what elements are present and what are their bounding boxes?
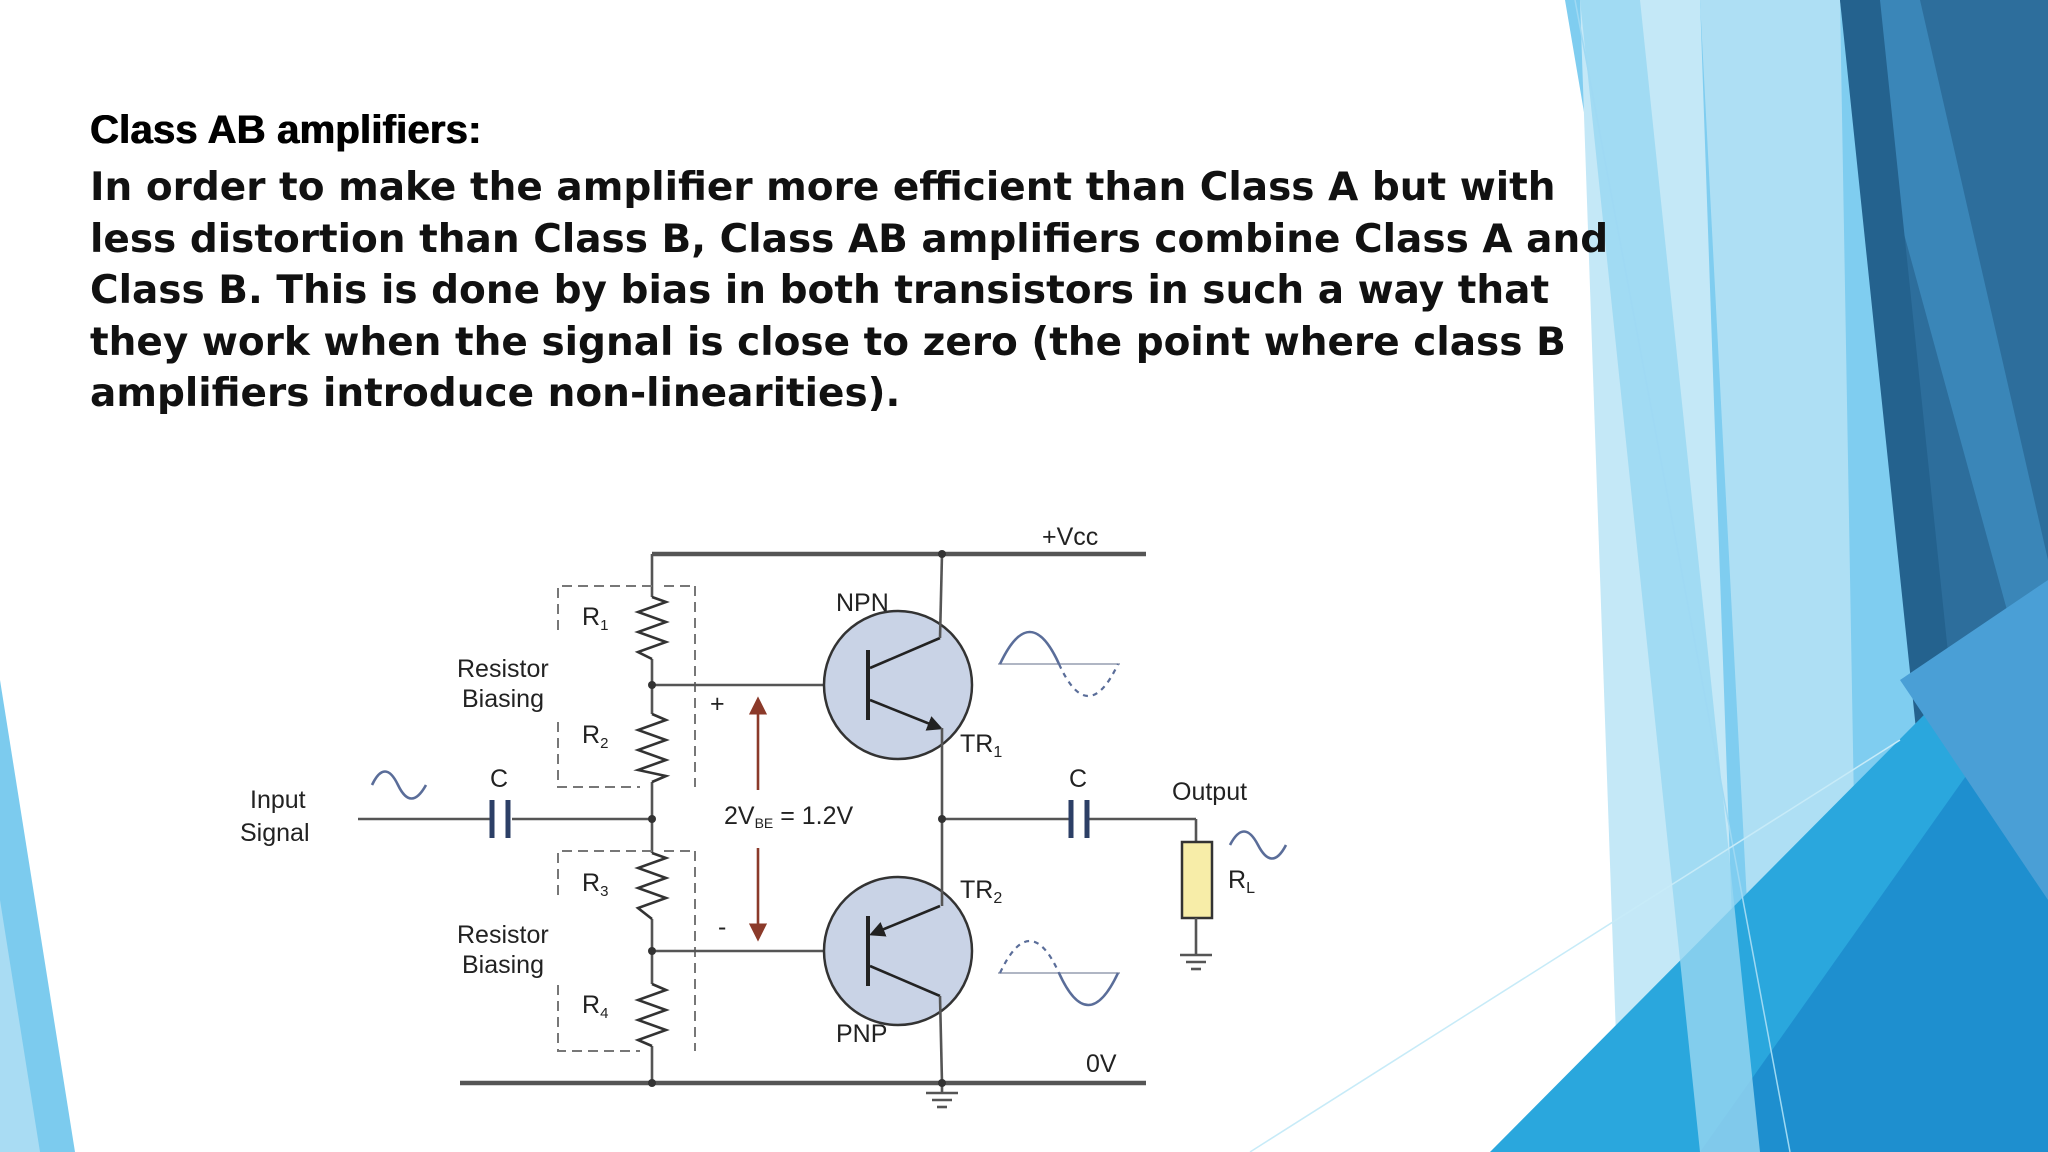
pnp-label: PNP — [836, 1020, 887, 1048]
r2-label-text: R — [582, 721, 600, 749]
pnp-emitter-leg — [869, 904, 941, 937]
resistor-biasing-bottom-line1: Resistor — [457, 921, 549, 949]
junction-dot — [938, 815, 946, 823]
junction-dot — [648, 681, 656, 689]
r3-label: R3 — [582, 869, 608, 900]
r3-label-text: R — [582, 869, 600, 897]
npn-transistor — [822, 609, 974, 761]
body-line: Class B. This is done by bias in both tr… — [90, 268, 1550, 313]
r3-label-sub: 3 — [600, 883, 608, 900]
bg-thin-line-1 — [1574, 0, 1791, 1152]
bg-left-sliver-2 — [0, 900, 40, 1152]
body-line: less distortion than Class B, Class AB a… — [90, 216, 1609, 262]
input-sine-icon — [370, 770, 428, 800]
bg-shard-9 — [1900, 580, 2048, 900]
resistor-biasing-top-line2: Biasing — [462, 685, 544, 713]
plus-label: + — [710, 690, 725, 718]
junction-dot — [648, 1079, 656, 1087]
tr1-label-text: TR — [960, 730, 993, 758]
slide-title: Class AB amplifiers: — [90, 108, 482, 152]
resistor-r3 — [634, 851, 670, 921]
npn-collector-wire — [938, 553, 944, 639]
npn-collector-leg — [869, 636, 941, 670]
rl-label-sub: L — [1246, 880, 1255, 897]
vbe-label-post: = 1.2V — [773, 802, 853, 830]
bias-box-top-2 — [557, 722, 640, 788]
junction-dot — [938, 1079, 946, 1087]
resistor-r2 — [633, 712, 671, 784]
load-resistor-rl — [1180, 840, 1214, 920]
r2-label-sub: 2 — [600, 735, 608, 752]
bg-shard-10 — [1580, 0, 1760, 1152]
r1-label: R1 — [582, 603, 608, 634]
resistor-biasing-top-line1: Resistor — [457, 655, 549, 683]
body-line: amplifiers introduce non-linearities). — [90, 371, 901, 416]
junction-dot — [648, 947, 656, 955]
body-line: In order to make the amplifier more effi… — [90, 165, 1556, 210]
slide-body: In order to make the amplifier more effi… — [90, 162, 1609, 420]
pnp-output-wave-dashed — [999, 940, 1061, 974]
resistor-r4 — [634, 982, 670, 1048]
pnp-output-wave-icon — [1057, 972, 1120, 1007]
output-label: Output — [1172, 778, 1247, 806]
npn-output-wave-icon — [998, 630, 1061, 665]
vbe-label-pre: 2V — [724, 802, 755, 830]
bg-thin-line-2 — [1249, 739, 1901, 1152]
r1-label-text: R — [582, 603, 600, 631]
input-signal-line2: Signal — [240, 819, 310, 847]
pnp-collector-leg — [869, 964, 941, 998]
body-line: they work when the signal is close to ze… — [90, 319, 1566, 365]
npn-output-wave-dashed — [1057, 663, 1119, 697]
r2-label: R2 — [582, 721, 608, 752]
tr2-label: TR2 — [960, 876, 1002, 907]
tr1-label: TR1 — [960, 730, 1002, 761]
input-capacitor-label: C — [490, 765, 508, 793]
vbe-label: 2VBE = 1.2V — [724, 802, 854, 831]
bg-shard-8 — [1700, 660, 2048, 1152]
pnp-collector-wire — [938, 995, 944, 1084]
tr1-label-sub: 1 — [993, 744, 1002, 761]
rl-label-text: R — [1228, 866, 1246, 894]
r4-label-text: R — [582, 991, 600, 1019]
vcc-label: +Vcc — [1042, 523, 1098, 551]
r1-label-sub: 1 — [600, 617, 608, 634]
output-capacitor-label: C — [1069, 765, 1087, 793]
input-signal-line1: Input — [250, 786, 306, 814]
resistor-biasing-bottom-line2: Biasing — [462, 951, 544, 979]
pnp-transistor — [822, 875, 974, 1027]
junction-dot — [938, 550, 946, 558]
npn-emitter-leg — [869, 698, 943, 731]
output-sine-icon — [1228, 830, 1288, 860]
r4-label: R4 — [582, 991, 608, 1022]
bias-box-bottom-2 — [557, 985, 640, 1052]
vbe-label-sub: BE — [755, 815, 774, 831]
resistor-r1 — [634, 595, 670, 661]
npn-label: NPN — [836, 589, 889, 617]
minus-label: - — [718, 913, 726, 941]
tr2-label-sub: 2 — [993, 890, 1002, 907]
tr2-label-text: TR — [960, 876, 993, 904]
junction-dot — [648, 815, 656, 823]
r4-label-sub: 4 — [600, 1005, 608, 1022]
rl-label: RL — [1228, 866, 1255, 897]
zero-volts-label: 0V — [1086, 1050, 1117, 1078]
